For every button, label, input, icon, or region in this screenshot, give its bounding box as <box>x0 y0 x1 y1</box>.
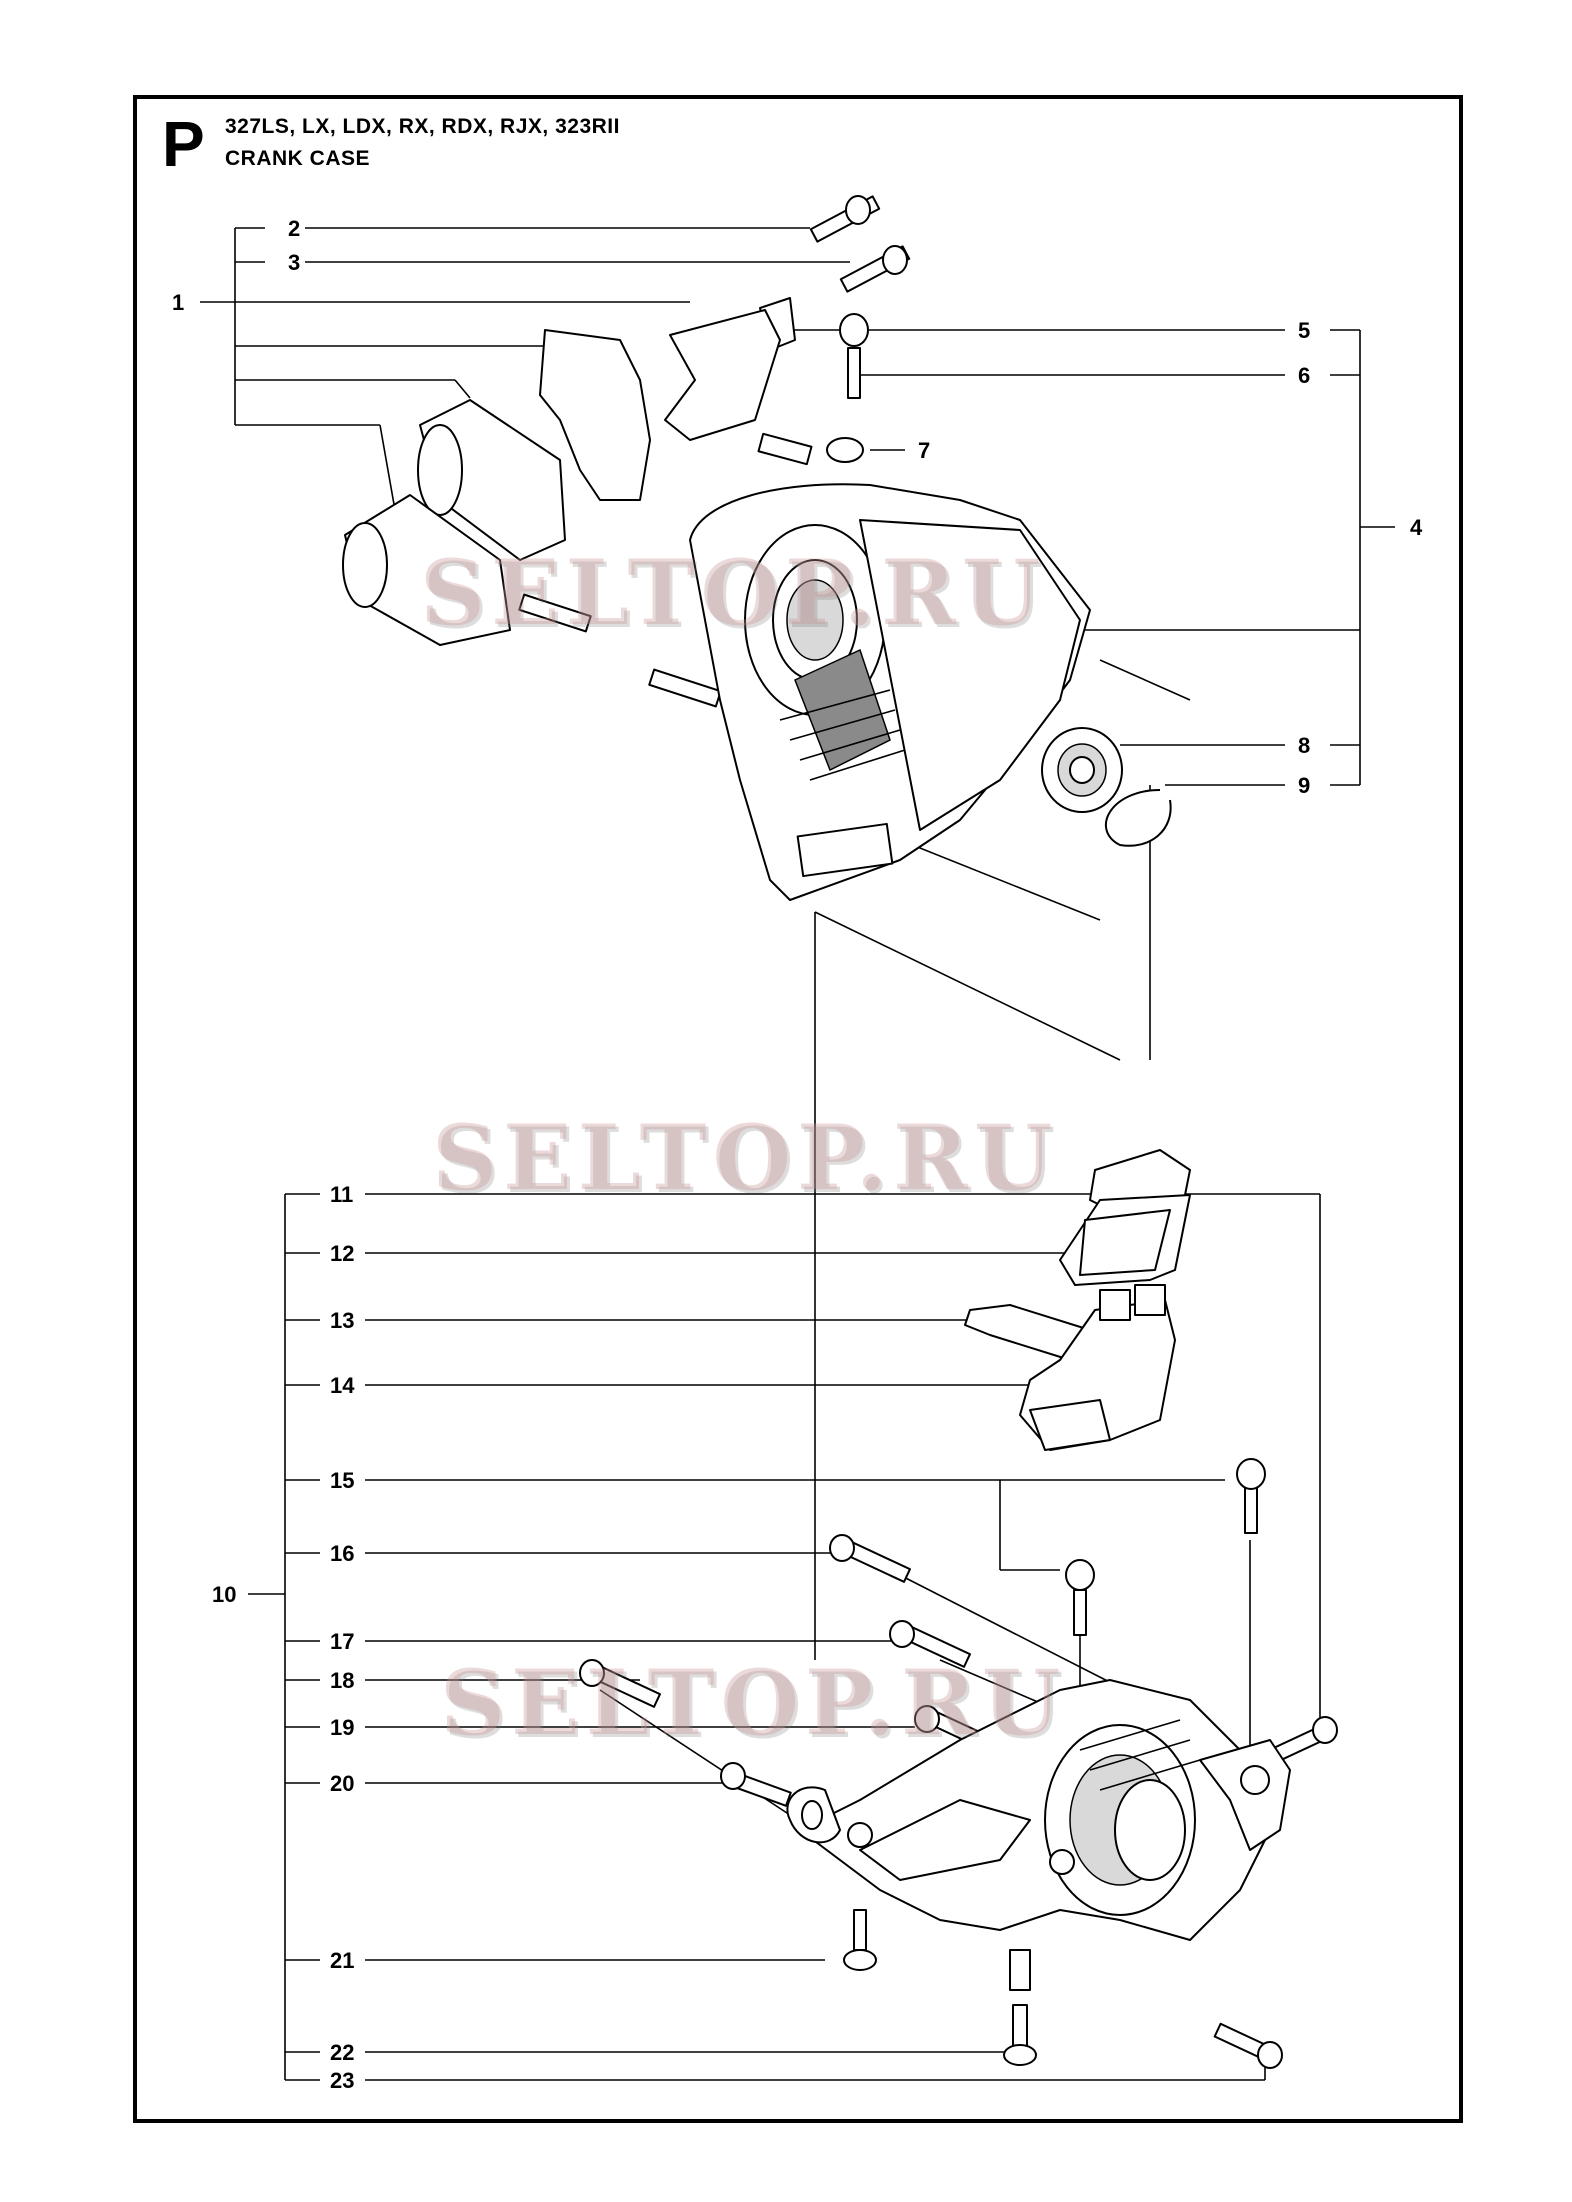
spring-clip-7 <box>826 437 864 463</box>
bolt-3 <box>839 245 911 293</box>
callout-12: 12 <box>330 1241 354 1266</box>
callout-5: 5 <box>1298 318 1310 343</box>
callout-20: 20 <box>330 1771 354 1796</box>
watermark-top: SELTOP.RU <box>420 540 1047 646</box>
circlip-9 <box>1104 789 1172 847</box>
bolt-2 <box>809 195 881 243</box>
bolt-22 <box>1003 1949 1037 2066</box>
bolt-11-right <box>1273 1716 1338 1762</box>
watermark-middle: SELTOP.RU <box>432 1105 1059 1211</box>
page-frame <box>133 95 1463 2123</box>
middle-parts <box>964 1149 1191 1451</box>
bolt-17 <box>889 1620 971 1668</box>
bolt-15b <box>1065 1559 1095 1636</box>
callout-15: 15 <box>330 1468 354 1493</box>
callout-11: 11 <box>330 1182 353 1207</box>
section-letter: P <box>162 108 205 180</box>
watermark-bottom: SELTOP.RU <box>440 1650 1067 1756</box>
callout-14: 14 <box>330 1373 355 1398</box>
bolt-18 <box>579 1659 661 1708</box>
callout-17: 17 <box>330 1629 354 1654</box>
bolt-20 <box>720 1762 792 1807</box>
callout-18: 18 <box>330 1668 354 1693</box>
callout-4: 4 <box>1410 515 1423 540</box>
callout-6: 6 <box>1298 363 1310 388</box>
callout-9: 9 <box>1298 773 1310 798</box>
bolt-23 <box>1213 2022 1283 2069</box>
heat-shield <box>664 309 781 441</box>
callout-21: 21 <box>330 1948 354 1973</box>
diagram-title: CRANK CASE <box>225 147 371 170</box>
bolt-6 <box>839 313 869 399</box>
callout-16: 16 <box>330 1541 354 1566</box>
top-crankcase-assembly <box>342 195 1172 901</box>
callout-numbers: 1 2 3 4 5 6 7 8 9 10 11 12 13 14 15 16 1… <box>172 216 1423 2093</box>
callout-22: 22 <box>330 2040 354 2065</box>
callout-10: 10 <box>212 1582 236 1607</box>
callout-23: 23 <box>330 2068 354 2093</box>
callout-13: 13 <box>330 1308 354 1333</box>
model-list: 327LS, LX, LDX, RX, RDX, RJX, 323RII <box>225 115 620 138</box>
callout-1: 1 <box>172 290 184 315</box>
callout-8: 8 <box>1298 733 1310 758</box>
bottom-crankcase-assembly <box>579 1458 1338 2069</box>
bolt-15 <box>1236 1458 1266 1534</box>
callout-3: 3 <box>288 250 300 275</box>
callout-19: 19 <box>330 1715 354 1740</box>
callout-2: 2 <box>288 216 300 241</box>
bolt-21 <box>843 1909 877 1971</box>
bearing-8 <box>1041 727 1123 813</box>
bolt-16 <box>829 1534 911 1583</box>
callout-7: 7 <box>918 438 930 463</box>
